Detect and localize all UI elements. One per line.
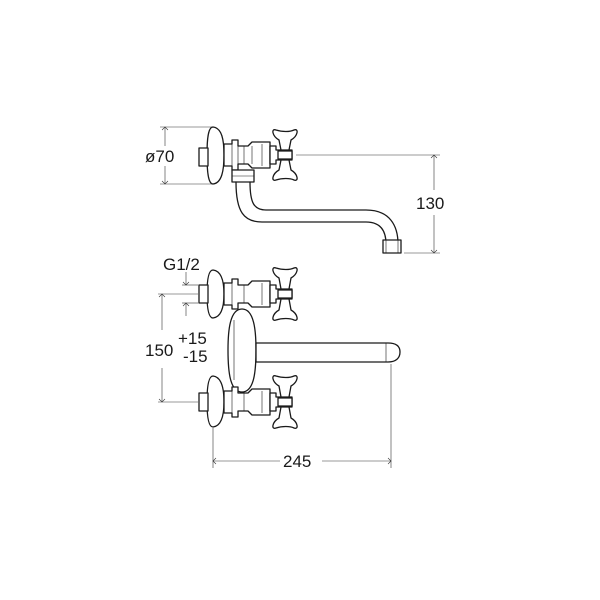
top-cross-handle [269,129,298,181]
mixer-body [227,308,257,393]
upper-cross-handle [269,267,298,321]
bottom-spout [255,342,401,363]
upper-inlet-nipple [198,284,209,304]
top-aerator [382,239,402,254]
spout-reach-label: 245 [283,452,311,471]
lower-valve-body [223,386,271,418]
top-rosette [206,126,225,185]
tolerance-plus-label: +15 [178,329,207,348]
lower-inlet-nipple [198,392,209,412]
rosette-diameter-label: ø70 [145,147,174,166]
bottom-view: G1/2 150 +15 -15 245 [145,255,401,471]
spout-height-label: 130 [416,194,444,213]
upper-rosette [206,269,225,319]
top-view: ø70 130 [145,126,444,254]
upper-valve-body [223,278,271,310]
tolerance-minus-label: -15 [183,347,208,366]
top-inlet-nipple [198,147,209,167]
lower-cross-handle [269,375,298,429]
lower-rosette [206,375,225,428]
top-valve-body [223,139,271,171]
thread-size-label: G1/2 [163,255,200,274]
center-distance-label: 150 [145,341,173,360]
top-spout [235,181,387,245]
